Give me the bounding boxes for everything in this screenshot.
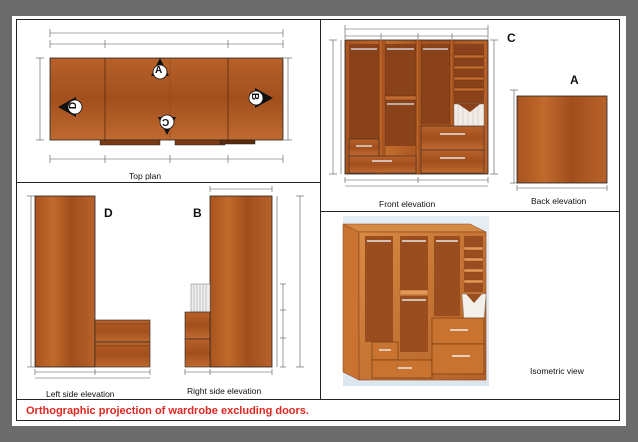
top-plan-drawing: [36, 29, 292, 163]
right-side-elevation-drawing: [184, 186, 304, 375]
view-marker-a-icon: [151, 58, 169, 80]
frame-top-border: [0, 0, 638, 16]
front-elevation-drawing: [329, 25, 498, 187]
divider-right: [320, 211, 620, 212]
isometric-view-drawing: [342, 216, 489, 386]
right-side-letter: B: [193, 206, 202, 220]
figure-caption: Orthographic projection of wardrobe excl…: [26, 405, 309, 417]
frame-left-border: [0, 0, 12, 442]
front-elevation-letter: C: [507, 31, 516, 45]
front-elevation-title: Front elevation: [379, 199, 436, 209]
isometric-view-title: Isometric view: [530, 366, 584, 376]
frame-right-border: [626, 0, 638, 442]
divider-caption: [16, 399, 620, 400]
back-elevation-drawing: [510, 89, 608, 191]
left-side-elevation-title: Left side elevation: [46, 389, 115, 399]
left-side-letter: D: [104, 206, 113, 220]
left-side-elevation-drawing: [27, 195, 151, 379]
divider-top-left: [16, 182, 320, 183]
view-marker-b-icon: [248, 88, 273, 108]
right-side-elevation-title: Right side elevation: [187, 386, 262, 396]
frame-bottom-border: [0, 426, 638, 442]
view-marker-c-icon: [158, 114, 176, 135]
marker-b-label: B: [249, 92, 261, 101]
view-marker-d-icon: [58, 97, 83, 117]
marker-d-label: D: [68, 101, 80, 110]
top-plan-title: Top plan: [129, 171, 162, 181]
marker-c-label: C: [162, 116, 170, 127]
divider-vertical: [320, 19, 321, 399]
marker-a-label: A: [155, 65, 163, 76]
back-elevation-letter: A: [570, 73, 579, 87]
back-elevation-title: Back elevation: [531, 196, 587, 206]
